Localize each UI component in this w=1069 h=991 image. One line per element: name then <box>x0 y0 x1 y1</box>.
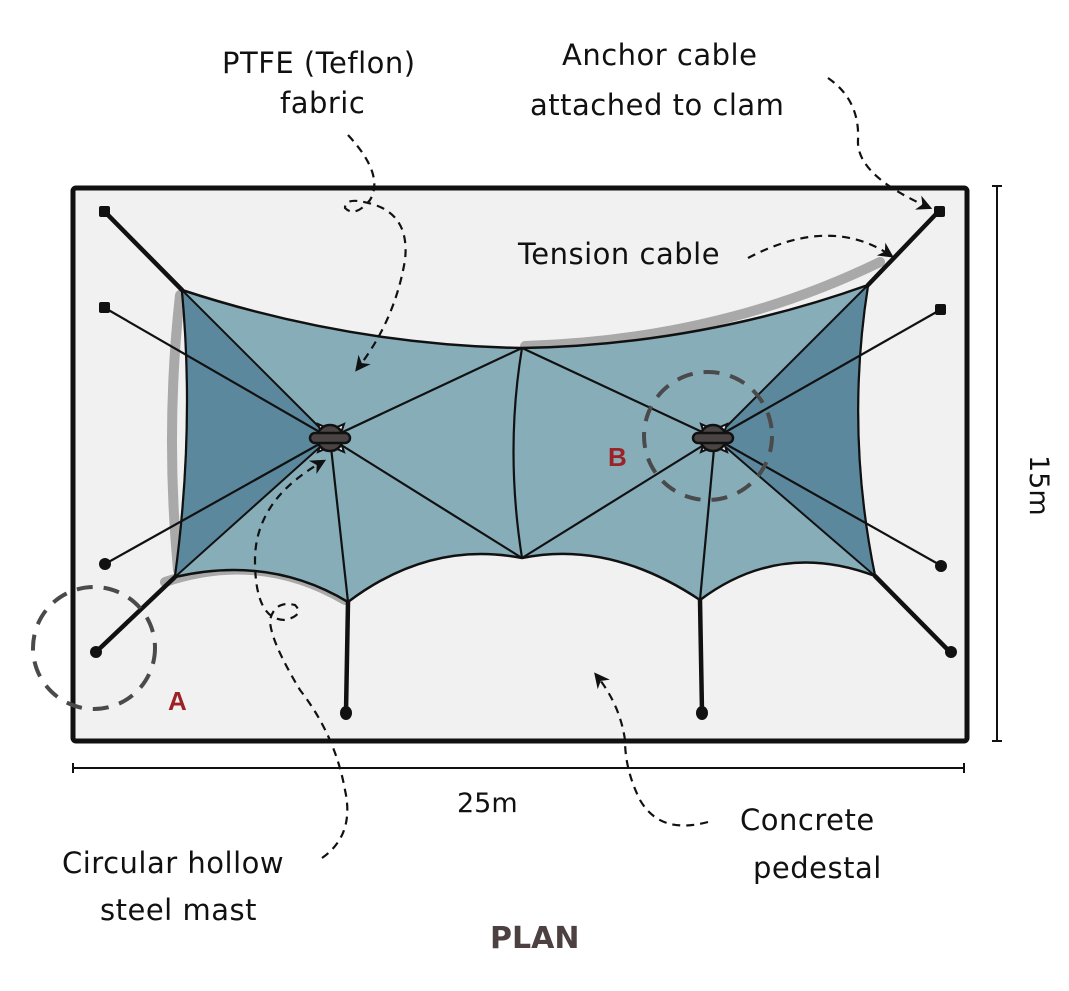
dimension-height-label: 15m <box>1023 455 1054 516</box>
mast-head-left <box>308 422 352 454</box>
pedestal <box>99 558 111 570</box>
plan-title: PLAN <box>490 921 579 956</box>
label-pedestal-line2: pedestal <box>753 851 882 885</box>
detail-marker-b: B <box>608 442 627 472</box>
detail-callout-a <box>31 585 157 711</box>
pedestal <box>934 206 945 217</box>
dimension-height <box>992 185 1002 742</box>
label-ptfe-line1: PTFE (Teflon) <box>222 46 416 80</box>
mast-head-right <box>691 422 735 454</box>
anchor-cables <box>93 209 953 715</box>
pedestal <box>90 646 102 658</box>
pedestal <box>340 706 352 720</box>
pedestal <box>935 560 947 572</box>
fabric-panel-left <box>173 287 332 580</box>
label-tension-cable: Tension cable <box>517 237 720 271</box>
concrete-pedestals <box>90 206 957 720</box>
pedestal <box>696 706 708 720</box>
fabric-panel-right <box>713 282 877 579</box>
pedestal <box>945 646 957 658</box>
fabric-ridges <box>328 347 717 603</box>
pedestal <box>935 304 946 315</box>
guy-cables <box>104 307 941 566</box>
label-ptfe-line2: fabric <box>280 86 365 120</box>
leader-lines <box>253 77 933 859</box>
pedestal <box>99 302 110 313</box>
leader-mast <box>253 459 349 859</box>
label-anchor-line2: attached to clam <box>530 88 784 122</box>
label-mast-line2: steel mast <box>100 893 257 927</box>
dimension-width <box>72 763 965 773</box>
leader-tension-cable <box>747 234 894 259</box>
leader-pedestal <box>594 672 709 827</box>
ptfe-fabric-membrane <box>173 283 877 604</box>
detail-marker-a: A <box>168 686 187 716</box>
pedestal <box>99 206 110 217</box>
leader-anchor-cable <box>827 77 933 210</box>
label-pedestal-line1: Concrete <box>740 803 875 837</box>
dimension-width-label: 25m <box>457 788 518 819</box>
label-mast-line1: Circular hollow <box>62 846 284 880</box>
label-anchor-line1: Anchor cable <box>562 38 757 72</box>
detail-callout-b <box>642 370 774 502</box>
